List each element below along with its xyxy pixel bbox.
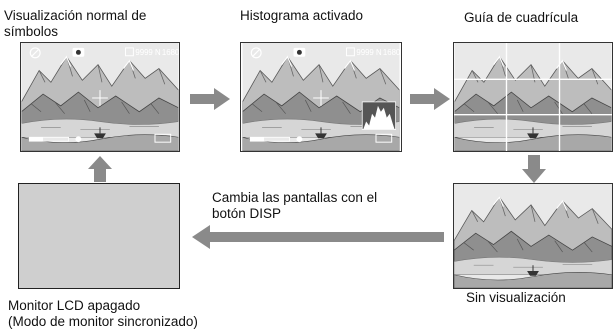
arrow-down <box>522 155 546 183</box>
caption-histogram: Histograma activado <box>240 8 364 23</box>
screen-lcd-off <box>18 183 180 289</box>
shots-remaining: 9999 <box>356 48 373 57</box>
flash-off-icon <box>250 47 262 59</box>
arrow-left-long <box>192 225 444 249</box>
scene-icon <box>75 136 82 143</box>
screen-normal-display: 9999 N 1680 <box>20 42 180 152</box>
caption-grid-guide: Guía de cuadrícula <box>464 10 579 25</box>
arrow-right-2 <box>410 88 450 110</box>
histogram-graph <box>361 101 397 130</box>
shots-remaining: 9999 <box>135 48 152 57</box>
landscape-image <box>454 184 612 288</box>
grid-lines <box>454 43 612 151</box>
battery-icon <box>154 133 172 143</box>
quality-mode: N <box>155 48 161 57</box>
battery-icon <box>375 133 393 143</box>
landscape-image: 9999 N 1680 <box>241 43 401 151</box>
memory-card-icon <box>346 47 355 57</box>
quality-mode: N <box>376 48 382 57</box>
caption-no-display: Sin visualización <box>466 290 566 305</box>
screen-grid-guide <box>453 42 613 152</box>
arrow-up <box>88 156 112 182</box>
caption-lcd-off: Monitor LCD apagado (Modo de monitor sin… <box>8 298 198 329</box>
disp-button-note: Cambia las pantallas con el botón DISP <box>212 190 378 221</box>
landscape-image <box>454 43 612 151</box>
scene-icon <box>296 136 303 143</box>
flash-off-icon <box>29 47 41 59</box>
arrow-right-1 <box>190 88 230 110</box>
screen-no-display <box>453 183 613 289</box>
image-size: 1680 <box>383 48 401 57</box>
screen-histogram: 9999 N 1680 <box>240 42 402 152</box>
image-size: 1680 <box>162 48 179 57</box>
landscape-image: 9999 N 1680 <box>21 43 179 151</box>
caption-normal-display: Visualización normal de símbolos <box>4 8 147 39</box>
memory-card-icon <box>125 47 134 57</box>
